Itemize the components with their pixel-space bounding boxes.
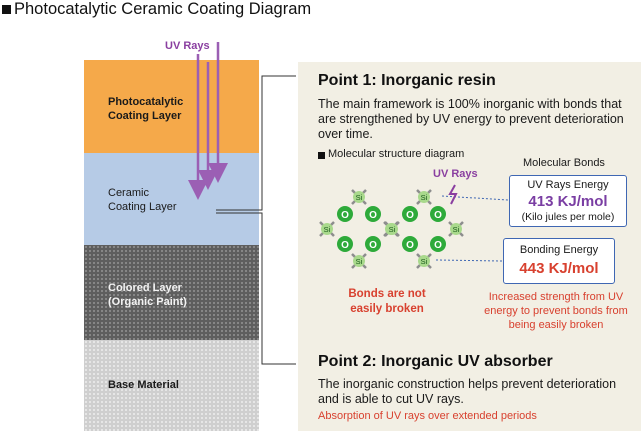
page-title: Photocatalytic Ceramic Coating Diagram bbox=[14, 0, 312, 18]
oxygen-atom bbox=[402, 236, 418, 252]
silicon-atom bbox=[450, 223, 462, 235]
point2-body: The inorganic construction helps prevent… bbox=[318, 377, 617, 406]
molecular-structure-heading: Molecular structure diagram bbox=[328, 148, 465, 160]
bonding-energy-box: Bonding Energy 443 KJ/mol bbox=[503, 238, 615, 284]
oxygen-atom-label: O bbox=[369, 240, 377, 251]
ceramic-layer-label: Ceramic Coating Layer bbox=[108, 187, 177, 213]
molecular-structure: OOOOSiSiSiSiOOOOSiSiSiSi bbox=[319, 189, 464, 269]
oxygen-atom-label: O bbox=[369, 210, 377, 221]
silicon-atom-label: Si bbox=[356, 257, 363, 266]
molecule-uv-rays-label: UV Rays bbox=[433, 168, 478, 180]
oxygen-atom bbox=[430, 206, 446, 222]
oxygen-atom-label: O bbox=[341, 210, 349, 221]
point2-panel bbox=[298, 344, 641, 431]
oxygen-atom bbox=[337, 236, 353, 252]
oxygen-atom-label: O bbox=[434, 210, 442, 221]
silicon-atom-label: Si bbox=[421, 193, 428, 202]
molecular-bonds-heading: Molecular Bonds bbox=[523, 157, 605, 169]
silicon-atom bbox=[418, 191, 430, 203]
photocatalytic-layer-label: Photocatalytic Coating Layer bbox=[108, 96, 184, 122]
silicon-atom bbox=[353, 191, 365, 203]
silicon-atom bbox=[321, 223, 333, 235]
base-material-label: Base Material bbox=[108, 379, 179, 391]
bonds-note: Bonds are not easily broken bbox=[348, 288, 426, 315]
oxygen-atom bbox=[402, 206, 418, 222]
oxygen-atom bbox=[430, 236, 446, 252]
oxygen-atom bbox=[365, 236, 381, 252]
oxygen-atom-label: O bbox=[406, 240, 414, 251]
dotted-connectors bbox=[435, 195, 509, 262]
point1-body: The main framework is 100% inorganic wit… bbox=[318, 97, 624, 141]
base-material-layer: Base Material bbox=[84, 340, 259, 431]
colored-layer: Colored Layer (Organic Paint) bbox=[84, 245, 259, 340]
colored-layer-label: Colored Layer (Organic Paint) bbox=[108, 282, 187, 308]
connector-lines bbox=[216, 75, 296, 365]
uv-energy-box: UV Rays Energy 413 KJ/mol (Kilo jules pe… bbox=[509, 175, 627, 227]
sub-heading-bullet-icon bbox=[318, 152, 325, 159]
oxygen-atom-label: O bbox=[406, 210, 414, 221]
oxygen-atom-label: O bbox=[341, 240, 349, 251]
silicon-atom-label: Si bbox=[324, 225, 331, 234]
silicon-atom bbox=[418, 255, 430, 267]
silicon-atom-label: Si bbox=[389, 225, 396, 234]
point2-title: Point 2: Inorganic UV absorber bbox=[318, 353, 553, 370]
silicon-atom bbox=[386, 223, 398, 235]
ceramic-layer: Ceramic Coating Layer bbox=[84, 153, 259, 245]
photocatalytic-layer: Photocatalytic Coating Layer bbox=[84, 60, 259, 153]
bonding-energy-label: Bonding Energy bbox=[519, 244, 599, 256]
silicon-atom-label: Si bbox=[356, 193, 363, 202]
point1-title: Point 1: Inorganic resin bbox=[318, 72, 496, 89]
point2-note: Absorption of UV rays over extended peri… bbox=[318, 410, 537, 422]
uv-energy-label: UV Rays Energy bbox=[527, 179, 609, 191]
silicon-atom-label: Si bbox=[453, 225, 460, 234]
lightning-bolt-icon bbox=[448, 184, 458, 205]
title-bullet-icon bbox=[2, 5, 11, 14]
uv-rays-arrows-icon bbox=[188, 42, 228, 200]
uv-energy-note: (Kilo jules per mole) bbox=[521, 211, 615, 223]
oxygen-atom bbox=[337, 206, 353, 222]
uv-energy-value: 413 KJ/mol bbox=[528, 193, 608, 210]
silicon-atom bbox=[353, 255, 365, 267]
oxygen-atom bbox=[365, 206, 381, 222]
increase-strength-note: Increased strength from UV energy to pre… bbox=[484, 291, 628, 331]
silicon-atom-label: Si bbox=[421, 257, 428, 266]
bonding-energy-value: 443 KJ/mol bbox=[519, 260, 599, 277]
oxygen-atom-label: O bbox=[434, 240, 442, 251]
uv-rays-label: UV Rays bbox=[165, 40, 210, 52]
